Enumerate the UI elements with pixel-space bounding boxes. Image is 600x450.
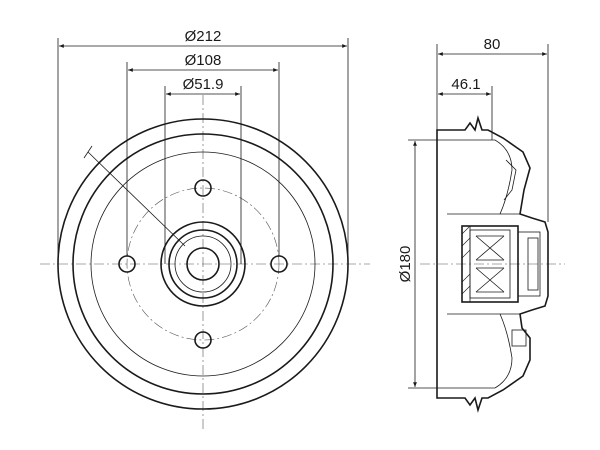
dim-inner-label: Ø180 xyxy=(397,246,414,283)
hub-cap-inner xyxy=(527,237,539,291)
dim-bolt-label: Ø108 xyxy=(185,52,222,69)
front-view: Ø212 Ø108 Ø51.9 xyxy=(40,28,370,430)
drum-web-rib xyxy=(503,159,517,201)
side-view: 80 46.1 Ø180 xyxy=(397,36,565,413)
diagonal-leader-tick xyxy=(83,145,93,159)
drum-face-ring xyxy=(90,151,316,377)
bolt-hole-top xyxy=(194,179,212,197)
dim-outer-label: Ø212 xyxy=(185,28,222,45)
dim-width-label: 80 xyxy=(484,36,501,53)
dim-offset-label: 46.1 xyxy=(451,76,480,93)
center-bore xyxy=(186,247,220,281)
dim-bore-label: Ø51.9 xyxy=(183,76,224,93)
retainer-hatch-3 xyxy=(461,249,471,259)
retainer-hatch-1 xyxy=(461,225,471,235)
bolt-circle xyxy=(126,187,280,341)
retainer-hatch-2 xyxy=(461,237,471,247)
bearing-cross-4 xyxy=(475,267,505,293)
bolt-hole-bottom xyxy=(194,331,212,349)
wheel-stud xyxy=(511,329,527,347)
hub-middle xyxy=(168,229,238,299)
retainer-hatch-5 xyxy=(461,285,471,295)
retainer-hatch-4 xyxy=(461,273,471,283)
drum-section-outline xyxy=(436,115,549,413)
retainer-top xyxy=(461,225,471,303)
hub-cap xyxy=(517,231,541,297)
hub-outer xyxy=(160,221,246,307)
drum-inner-rim xyxy=(72,133,334,395)
hub-inner-ring xyxy=(174,235,232,293)
bearing-cross-2 xyxy=(475,235,505,261)
diagonal-leader-line xyxy=(87,151,186,247)
drum-web-curve-top xyxy=(494,139,513,215)
drum-web-curve-bottom xyxy=(494,313,513,389)
